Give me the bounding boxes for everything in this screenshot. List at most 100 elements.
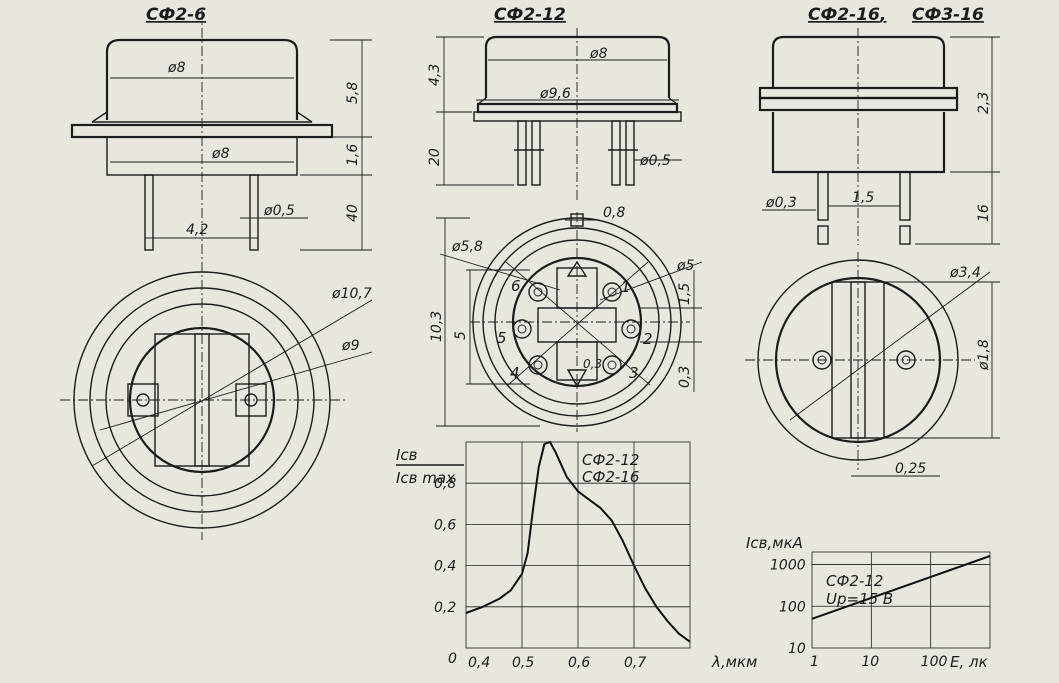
- sf2-12-dim-d5-8: ø5,8: [451, 239, 483, 255]
- spectral-response-chart: Iсв Iсв max СФ2-12 СФ2-16 0 λ,мкм 0,4 0,5…: [396, 440, 757, 671]
- leader: [789, 271, 991, 421]
- lux-x-tick: 100: [921, 654, 948, 670]
- sf2-6-dim-d9: ø9: [341, 338, 360, 354]
- sf2-12-dim-h4-3: 4,3: [427, 64, 443, 86]
- sf2-12-flange-top: [476, 102, 679, 114]
- lux-frame: [811, 551, 991, 649]
- sf2-12-pin: [611, 120, 621, 186]
- pin-hole: [528, 355, 548, 375]
- pin-hole-inner: [533, 287, 543, 297]
- leader: [599, 261, 703, 301]
- sf2-16-title: СФ2-16: [808, 5, 880, 25]
- sf2-12-pin-holes: [512, 282, 641, 375]
- sf2-16-dim-d3-4: ø3,4: [949, 265, 981, 281]
- sf2-6-can-flare: [91, 111, 313, 123]
- spectral-y-tick: 0,4: [434, 559, 456, 575]
- pin-hole: [512, 319, 532, 339]
- sf2-16-dim-w0-25: 0,25: [895, 461, 926, 477]
- sf2-12-pin: [531, 120, 541, 186]
- spectral-ylabel-denominator: Iсв max: [396, 469, 455, 487]
- lux-ylabel: Iсв,мкА: [746, 534, 803, 552]
- lux-line: [811, 555, 991, 620]
- pin-hole: [621, 319, 641, 339]
- sf2-16-ring-bottom: [758, 96, 959, 112]
- spectral-legend-1: СФ2-12: [582, 451, 639, 469]
- sf2-6-window: [128, 326, 276, 474]
- sf2-12-dim-w0-3b: 0,3: [583, 357, 602, 371]
- sf2-6-side-view: СФ2-6 ø8 ø8 5,8 1,6 40 4,2 ø0,5: [70, 5, 372, 260]
- sf3-16-title: СФ3-16: [912, 5, 984, 25]
- sf2-12-pin-numbers: 1 2 3 4 5 6: [497, 277, 653, 382]
- sf2-12-title: СФ2-12: [494, 5, 566, 25]
- spectral-x-tick: 0,6: [568, 655, 590, 671]
- spectral-curve: [465, 440, 691, 643]
- sf2-6-dim-h5-8: 5,8: [345, 82, 361, 104]
- spectral-legend-2: СФ2-16: [582, 468, 639, 486]
- sf2-16-dim-pitch: 1,5: [852, 190, 874, 206]
- diag: [507, 261, 649, 386]
- sf2-6-dim-pin: ø0,5: [263, 203, 295, 219]
- sf2-6-leader-d9: [99, 351, 373, 431]
- sf2-6-dim-d8-bottom: ø8: [211, 146, 230, 162]
- pin-hole-inner: [517, 324, 527, 334]
- sf2-12-dim-d9-6: ø9,6: [539, 86, 571, 102]
- leader: [439, 253, 561, 291]
- sf2-6-dim-d8-top: ø8: [167, 60, 186, 76]
- sf2-12-dim-w0-3: 0,3: [677, 366, 693, 388]
- spectral-ylabel-numerator: Iсв: [396, 446, 418, 464]
- sf2-12-dim-tab: 0,8: [603, 205, 625, 221]
- pin-number-3: 3: [629, 364, 639, 382]
- sf2-16-can: [771, 35, 946, 174]
- sf2-12-dim-h5: 5: [453, 331, 469, 340]
- lux-y-tick: 1000: [770, 558, 806, 574]
- sf2-6-can: [105, 38, 299, 120]
- pin-hole-inner: [626, 324, 636, 334]
- sf2-12-dim-d5: ø5: [676, 258, 695, 274]
- sf2-12-pins: [514, 120, 638, 186]
- title-separator: ,: [879, 5, 886, 25]
- spectral-x-tick: 0,5: [512, 655, 534, 671]
- sf2-16-pin-right-tip: [899, 225, 911, 245]
- lux-x-tick: 10: [861, 654, 879, 670]
- edge: [477, 97, 487, 105]
- spectral-x-tick: 0,7: [624, 655, 646, 671]
- sf2-16-side-view: СФ2-16 , СФ3-16 2,3 16 1,5 ø0,3: [758, 5, 1000, 245]
- sf2-12-dim-h10-3: 10,3: [429, 311, 445, 342]
- sf2-16-dim-h16: 16: [976, 204, 992, 222]
- sf2-12-side-view: СФ2-12 ø8 ø9,6 4,3 20 ø0,5: [427, 5, 682, 200]
- sf2-6-outer-ring: [73, 271, 331, 529]
- sf2-6-pin-left: [144, 174, 154, 251]
- spectral-y-tick: 0,6: [434, 517, 456, 533]
- pin-hole-inner: [533, 360, 543, 370]
- sf2-6-leader-d10-7: [91, 299, 373, 467]
- pin-number-4: 4: [510, 364, 520, 382]
- sf2-12-pin: [625, 120, 635, 186]
- sf2-16-pin-left: [817, 171, 829, 221]
- pin-number-5: 5: [497, 329, 507, 347]
- spectral-origin-label: 0: [448, 651, 457, 667]
- lux-xlabel: E, лк: [950, 653, 988, 671]
- sf2-12-plan-view: 0,8 1 2 3 4 5 6 ø5,8 ø5: [429, 205, 703, 432]
- spectral-y-tick: 0,2: [434, 600, 456, 616]
- sf2-12-dim-w1-5: 1,5: [677, 283, 693, 305]
- lux-y-tick: 10: [788, 641, 806, 657]
- pin-number-1: 1: [621, 278, 631, 296]
- sf2-12-can: [484, 35, 671, 98]
- sf2-6-dim-d10-7: ø10,7: [331, 286, 372, 302]
- spectral-xlabel: λ,мкм: [711, 653, 757, 671]
- spectral-y-tick: 0,8: [434, 476, 456, 492]
- edge: [668, 97, 678, 105]
- sf2-16-dim-d1-8: ø1,8: [976, 339, 992, 371]
- sf2-6-title: СФ2-6: [146, 5, 206, 25]
- sf2-6-dim-pitch: 4,2: [186, 222, 208, 238]
- sf2-12-dim-d8: ø8: [589, 46, 608, 62]
- sf2-12-dim-h20: 20: [427, 148, 443, 166]
- sf2-12-dim-pin: ø0,5: [639, 153, 671, 169]
- sf2-16-plan-view: ø3,4 ø1,8 0,25: [745, 252, 1000, 477]
- sf2-16-dim-h2-3: 2,3: [976, 92, 992, 114]
- lux-note-2: Uр=15 В: [826, 590, 893, 608]
- sf2-16-dim-pin: ø0,3: [765, 195, 797, 211]
